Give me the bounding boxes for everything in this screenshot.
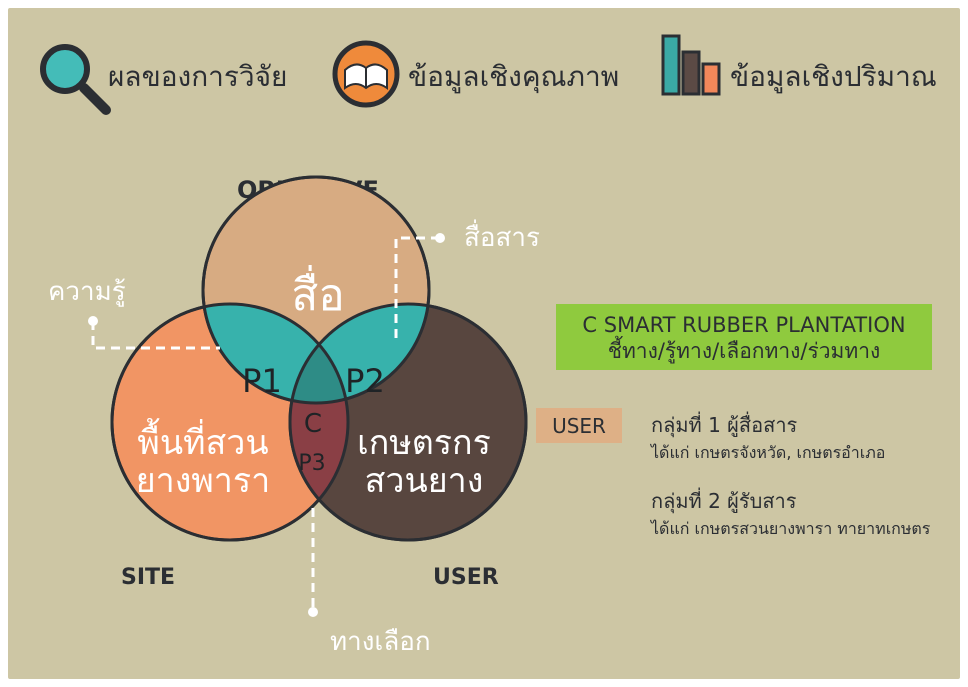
user-title: USER [433, 565, 499, 590]
legend-label-qualitative: ข้อมูลเชิงคุณภาพ [408, 60, 619, 94]
group1-title: กลุ่มที่ 1 ผู้สื่อสาร [651, 411, 798, 438]
bar-chart-icon [661, 34, 721, 96]
legend: ผลของการวิจัย ข้อมูลเชิงคุณภาพ ข้อมูลเชิ… [40, 34, 937, 115]
callout-bottom: ทางเลือก [308, 508, 431, 657]
user-circle-label-1: เกษตรกร [357, 423, 491, 463]
venn-diagram: OBJECTIVE SITE USER สื่อ พื้นที่สวน ยางพ… [48, 175, 540, 657]
center-label: C [304, 409, 322, 439]
smart-rubber-title: C SMART RUBBER PLANTATION [582, 313, 905, 337]
open-book-icon [332, 40, 400, 108]
callout-bottom-label: ทางเลือก [330, 627, 431, 657]
p3-label: P3 [298, 451, 325, 476]
info-panel: C SMART RUBBER PLANTATION ชี้ทาง/รู้ทาง/… [536, 304, 932, 538]
group2-title: กลุ่มที่ 2 ผู้รับสาร [651, 487, 797, 514]
callout-left: ความรู้ [48, 277, 220, 350]
group2-desc: ได้แก่ เกษตรสวนยางพารา ทายาทเกษตร [649, 519, 931, 538]
smart-rubber-box [556, 304, 932, 370]
site-title: SITE [121, 565, 175, 590]
objective-circle-label: สื่อ [291, 264, 344, 321]
legend-label-research: ผลของการวิจัย [108, 60, 287, 93]
magnifier-icon [40, 44, 111, 115]
diagram-canvas: ผลของการวิจัย ข้อมูลเชิงคุณภาพ ข้อมูลเชิ… [8, 8, 960, 679]
callout-left-label: ความรู้ [48, 277, 126, 307]
legend-label-quantitative: ข้อมูลเชิงปริมาณ [730, 60, 937, 94]
user-tag [536, 408, 622, 443]
callout-right-label: สื่อสาร [464, 219, 540, 253]
p2-label: P2 [345, 362, 385, 400]
overlap-p2 [290, 304, 429, 403]
group1-desc: ได้แก่ เกษตรจังหวัด, เกษตรอำเภอ [649, 443, 885, 462]
smart-rubber-subtitle: ชี้ทาง/รู้ทาง/เลือกทาง/ร่วมทาง [608, 336, 881, 364]
overlap-p1 [203, 304, 348, 403]
callout-right: สื่อสาร [394, 219, 540, 338]
diagram-svg: ผลของการวิจัย ข้อมูลเชิงคุณภาพ ข้อมูลเชิ… [40, 34, 937, 657]
site-circle-label-2: ยางพารา [136, 461, 270, 501]
p1-label: P1 [242, 362, 282, 400]
site-circle-label-1: พื้นที่สวน [137, 418, 268, 463]
user-tag-label: USER [552, 414, 606, 438]
user-circle-label-2: สวนยาง [365, 461, 484, 501]
